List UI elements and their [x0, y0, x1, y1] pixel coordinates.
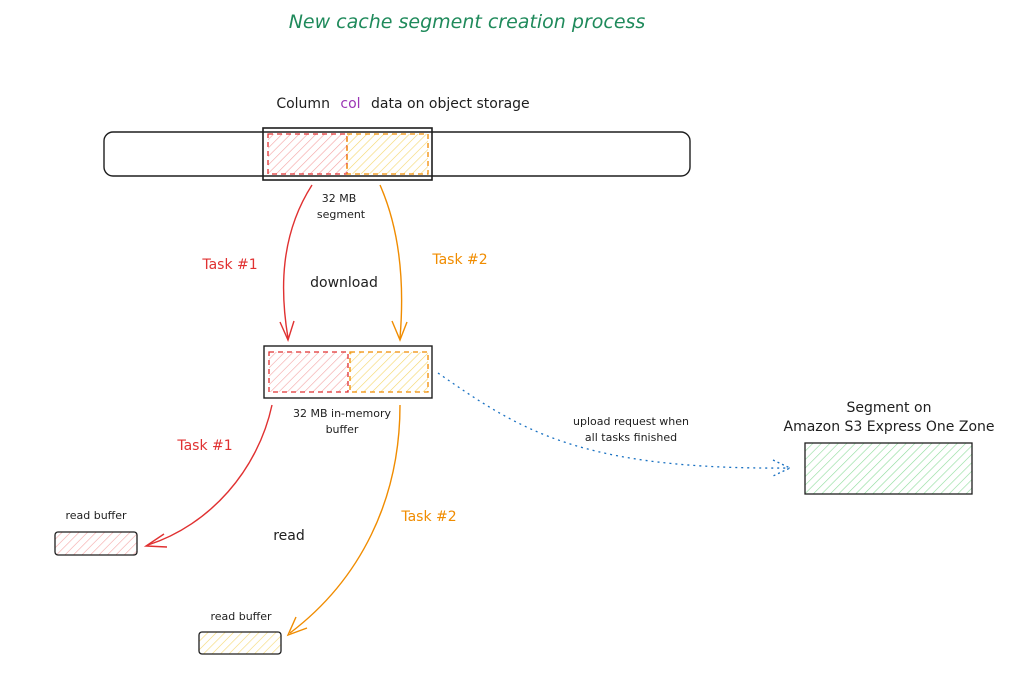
upload-label-line2: all tasks finished — [585, 431, 677, 444]
buffer-size-label: 32 MB in-memory — [293, 407, 391, 420]
read-arrowhead-task1 — [143, 533, 168, 548]
upload-label-line1: upload request when — [573, 415, 689, 428]
s3-segment-label-line1: Segment on — [847, 400, 932, 416]
download-arrow-task2 — [379, 184, 403, 339]
download-arrowhead-task1 — [279, 320, 295, 342]
buffer-part-task1 — [268, 351, 349, 393]
in-memory-buffer — [263, 345, 433, 399]
column-caption-prefix: Column — [276, 96, 330, 112]
s3-segment-box — [804, 442, 973, 495]
read-arrow-task1 — [147, 404, 273, 546]
read-arrowhead-task2 — [286, 616, 308, 637]
download-task1-label: Task #1 — [201, 257, 257, 273]
download-task2-label: Task #2 — [431, 252, 487, 268]
buffer-part-task2 — [349, 351, 429, 393]
object-storage-column — [103, 131, 691, 177]
read-task1-label: Task #1 — [176, 438, 232, 454]
read-buffer-left-label: read buffer — [65, 509, 127, 522]
read-action-label: read — [273, 528, 305, 544]
column-caption-highlight: col — [340, 96, 360, 112]
segment-type-label: segment — [317, 208, 366, 221]
upload-arrowhead — [772, 459, 792, 477]
column-caption-suffix: data on object storage — [371, 96, 530, 112]
read-task2-label: Task #2 — [400, 509, 456, 525]
read-buffer-right — [198, 631, 282, 655]
column-caption: Column col data on object storage — [276, 96, 529, 112]
read-buffer-right-label: read buffer — [210, 610, 272, 623]
buffer-type-label: buffer — [326, 423, 359, 436]
segment-outline — [262, 127, 433, 181]
read-arrow-task2 — [289, 404, 401, 634]
segment-part-task1 — [267, 133, 348, 175]
download-arrowhead-task2 — [391, 320, 408, 342]
diagram-title: New cache segment creation process — [289, 11, 646, 33]
download-arrow-task1 — [282, 184, 313, 339]
download-action-label: download — [310, 275, 378, 291]
segment-size-label: 32 MB — [322, 192, 357, 205]
s3-segment-label-line2: Amazon S3 Express One Zone — [784, 419, 995, 435]
segment-part-task2 — [346, 133, 429, 175]
read-buffer-left — [54, 531, 138, 556]
